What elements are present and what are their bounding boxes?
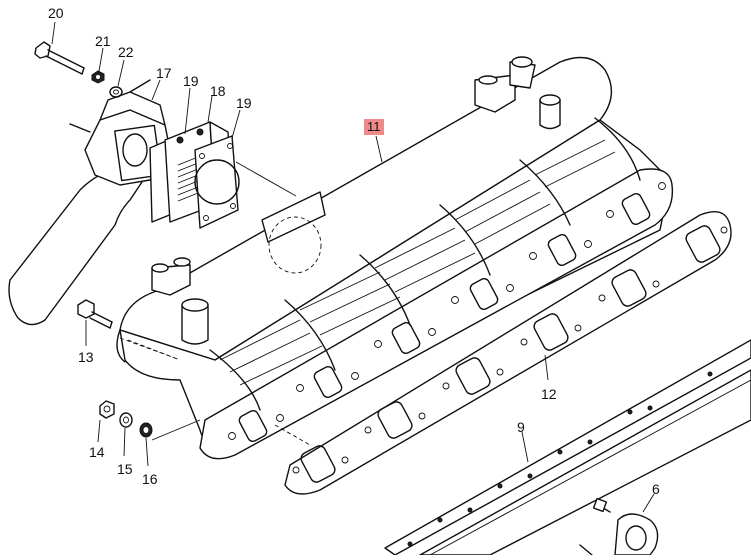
leader-lines [51,21,655,513]
callout-9[interactable]: 9 [517,419,525,435]
nut-21-icon[interactable] [91,70,105,84]
rail-9[interactable] [384,339,751,556]
washer-15-icon[interactable] [119,412,133,428]
bolt-20-icon[interactable] [34,41,85,75]
callout-22[interactable]: 22 [118,44,134,60]
manifold-gasket-12[interactable] [284,211,732,495]
callout-15[interactable]: 15 [117,461,133,477]
callout-18[interactable]: 18 [210,83,226,99]
callout-17[interactable]: 17 [156,65,172,81]
callout-14[interactable]: 14 [89,444,105,460]
bolt-13-icon[interactable] [77,299,113,329]
callout-19-lower[interactable]: 19 [236,95,252,111]
callout-20[interactable]: 20 [48,5,64,21]
callout-16[interactable]: 16 [142,471,158,487]
washer-16-icon[interactable] [139,422,153,438]
callout-19-upper[interactable]: 19 [183,73,199,89]
callout-21[interactable]: 21 [95,33,111,49]
callout-12[interactable]: 12 [541,386,557,402]
bracket-6[interactable] [579,497,659,556]
intake-elbow-17[interactable] [8,79,171,326]
throttle-gasket-19b[interactable] [194,135,240,229]
intake-manifold-11[interactable] [116,56,674,460]
callout-6[interactable]: 6 [652,481,660,497]
callout-13[interactable]: 13 [78,349,94,365]
callout-11-highlighted[interactable]: 11 [364,119,384,135]
nut-14-icon[interactable] [99,400,115,419]
